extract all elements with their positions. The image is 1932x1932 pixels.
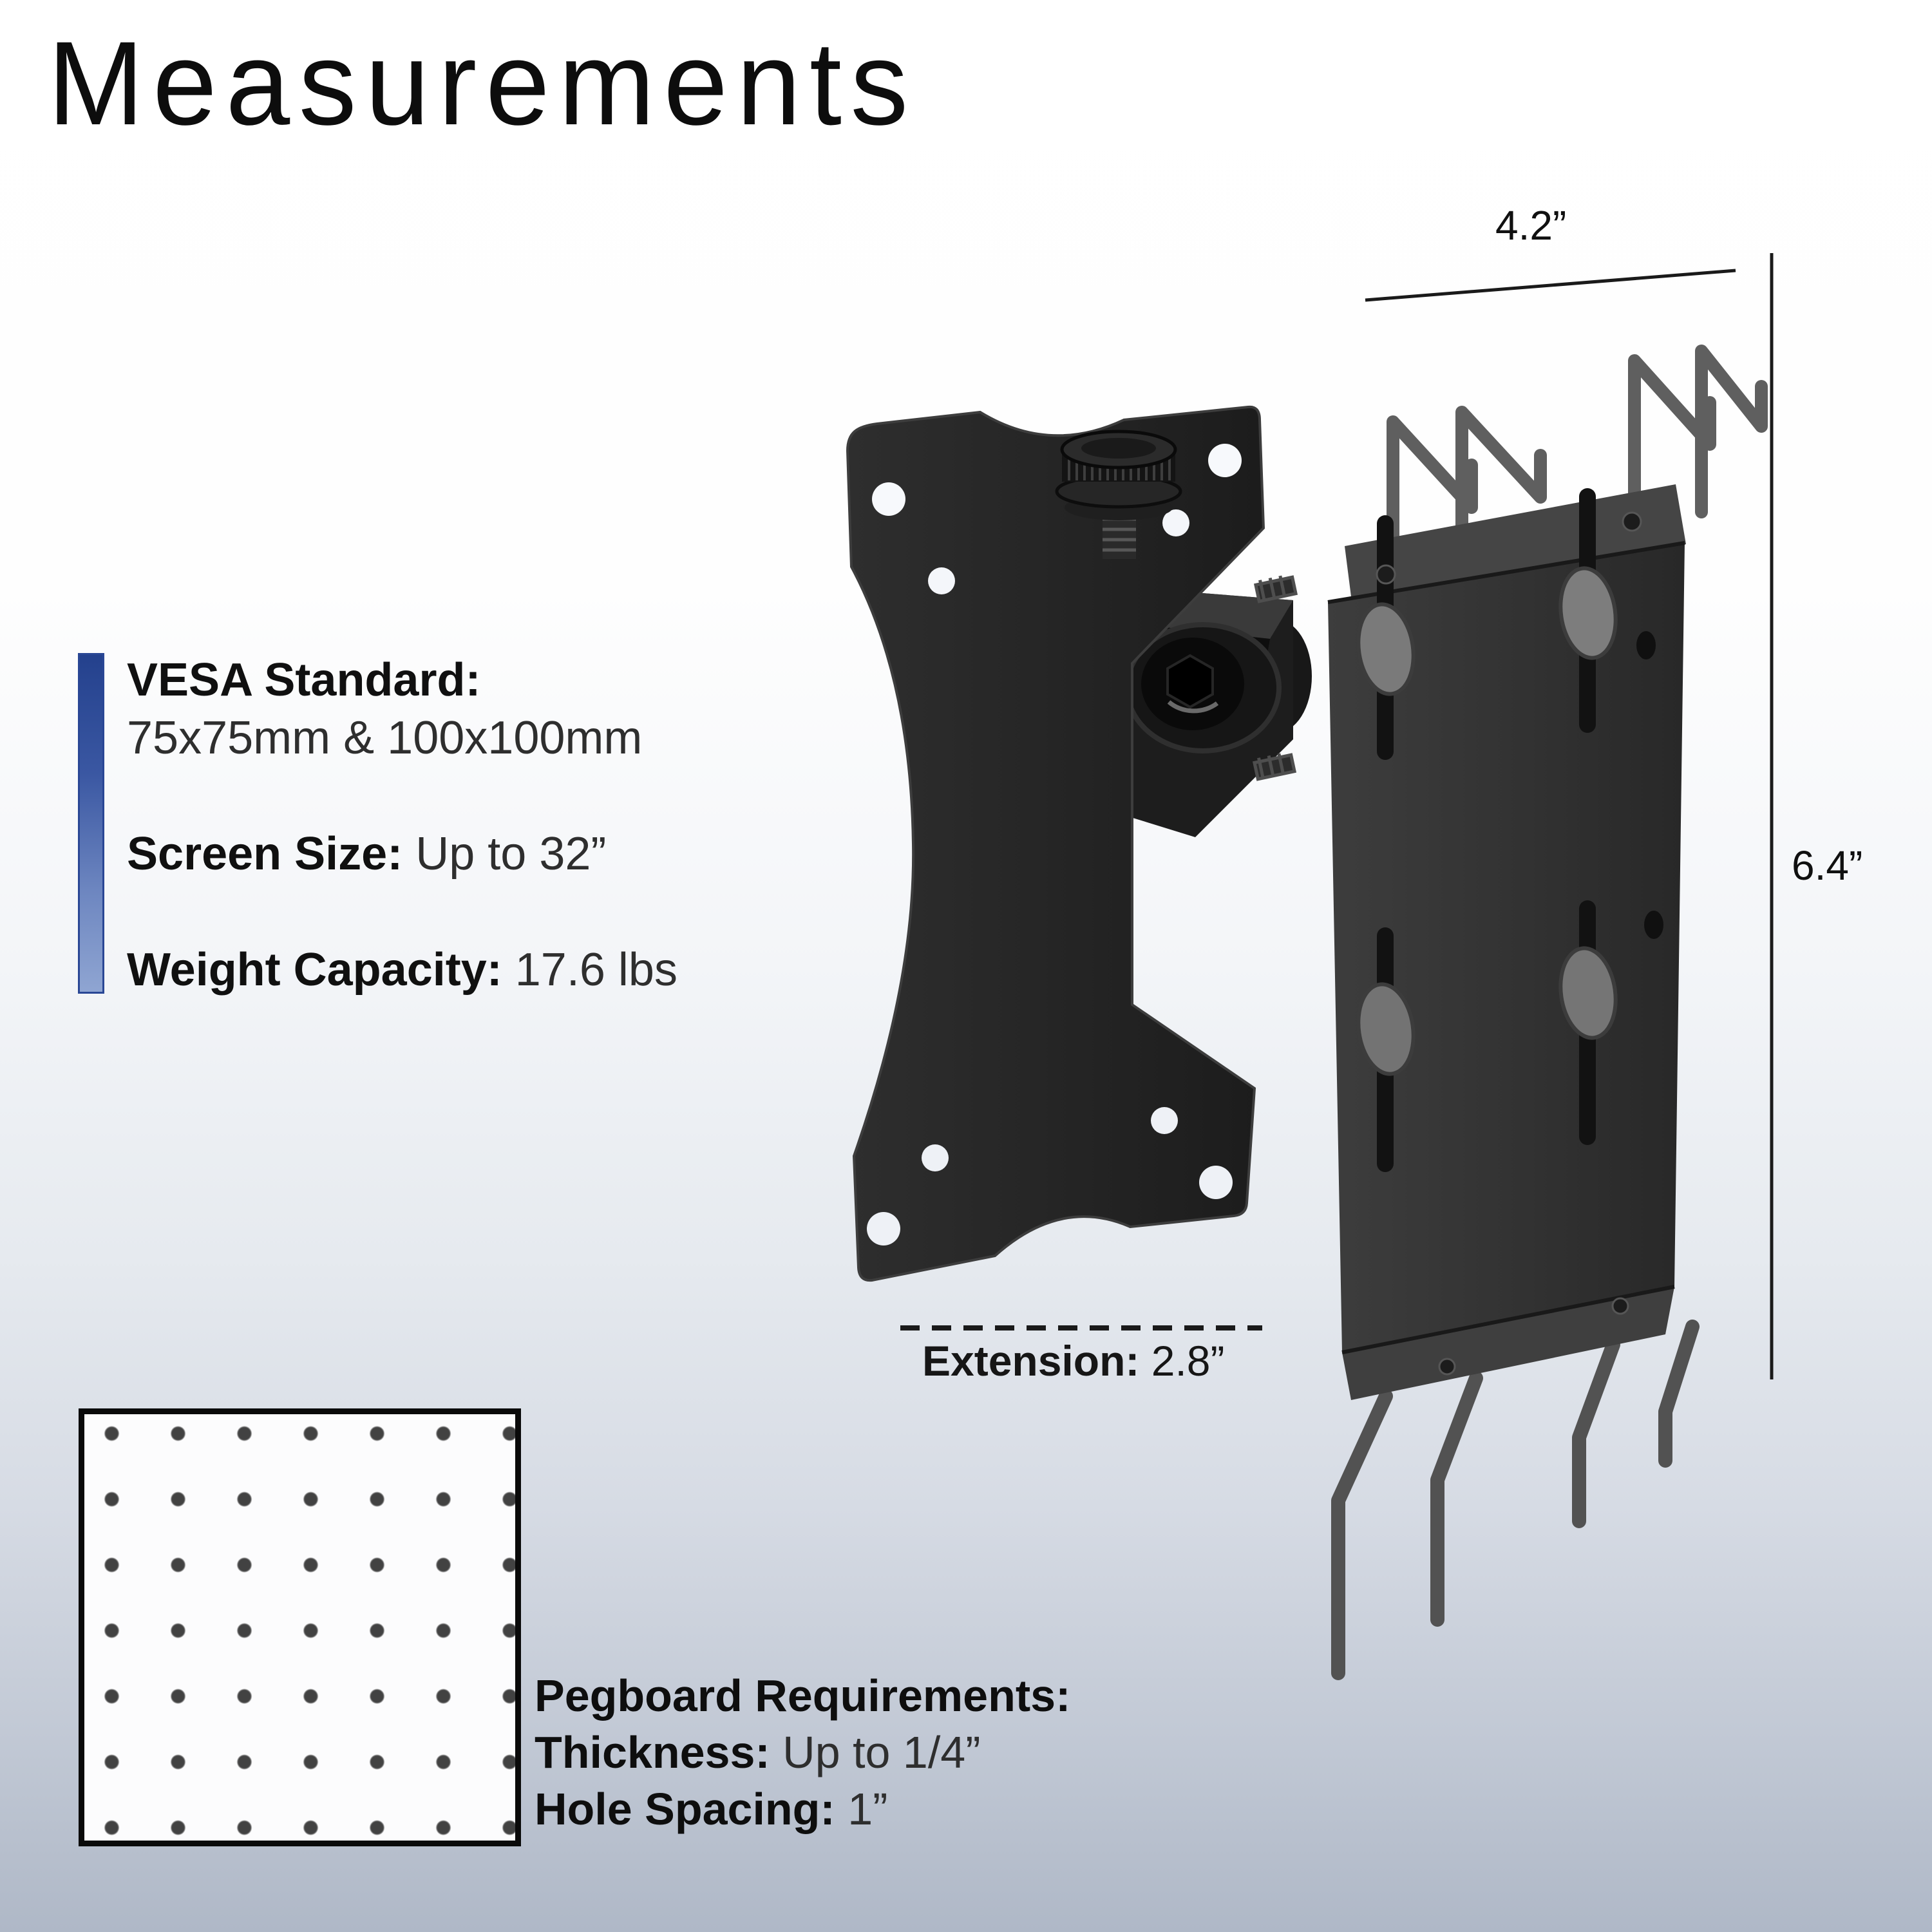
pegboard-hole-spacing-line: Hole Spacing: 1” — [535, 1784, 888, 1834]
spec-weight-value: 17.6 lbs — [515, 944, 677, 996]
hex-bolt-icon — [1124, 622, 1282, 753]
vesa-holes — [867, 444, 1242, 1245]
spec-vesa-label: VESA Standard: — [127, 654, 481, 706]
spec-vesa-standard: VESA Standard: — [127, 651, 480, 709]
pegboard-requirements-heading: Pegboard Requirements: — [535, 1671, 1071, 1721]
dim-width-label: 4.2” — [1495, 202, 1567, 249]
spec-weight-label: Weight Capacity: — [127, 944, 502, 996]
spec-vesa-value: 75x75mm & 100x100mm — [127, 712, 643, 764]
pegboard-sample-image — [79, 1408, 521, 1846]
top-peg-hooks-icon — [1387, 345, 1768, 589]
spec-screen-label: Screen Size: — [127, 828, 403, 880]
pegboard-thickness-line: Thickness: Up to 1/4” — [535, 1727, 981, 1777]
width-dimension-line — [1365, 269, 1736, 302]
vesa-plate — [846, 405, 1265, 1282]
spec-screen-value: Up to 32” — [415, 828, 607, 880]
thumbscrew-knob-icon — [1055, 430, 1182, 559]
dimension-lines — [900, 253, 1774, 1379]
page-title: Measurements — [48, 17, 917, 150]
accent-bar — [78, 653, 104, 994]
dim-height-label: 6.4” — [1792, 842, 1863, 889]
dim-extension-label: Extension: 2.8” — [922, 1337, 1225, 1385]
set-screws — [1252, 575, 1298, 781]
spec-weight-capacity: Weight Capacity: 17.6 lbs — [127, 941, 677, 999]
bottom-peg-hooks-icon — [1331, 1320, 1700, 1680]
pegboard-plate — [1327, 484, 1686, 1400]
spec-screen-size: Screen Size: Up to 32” — [127, 825, 606, 883]
